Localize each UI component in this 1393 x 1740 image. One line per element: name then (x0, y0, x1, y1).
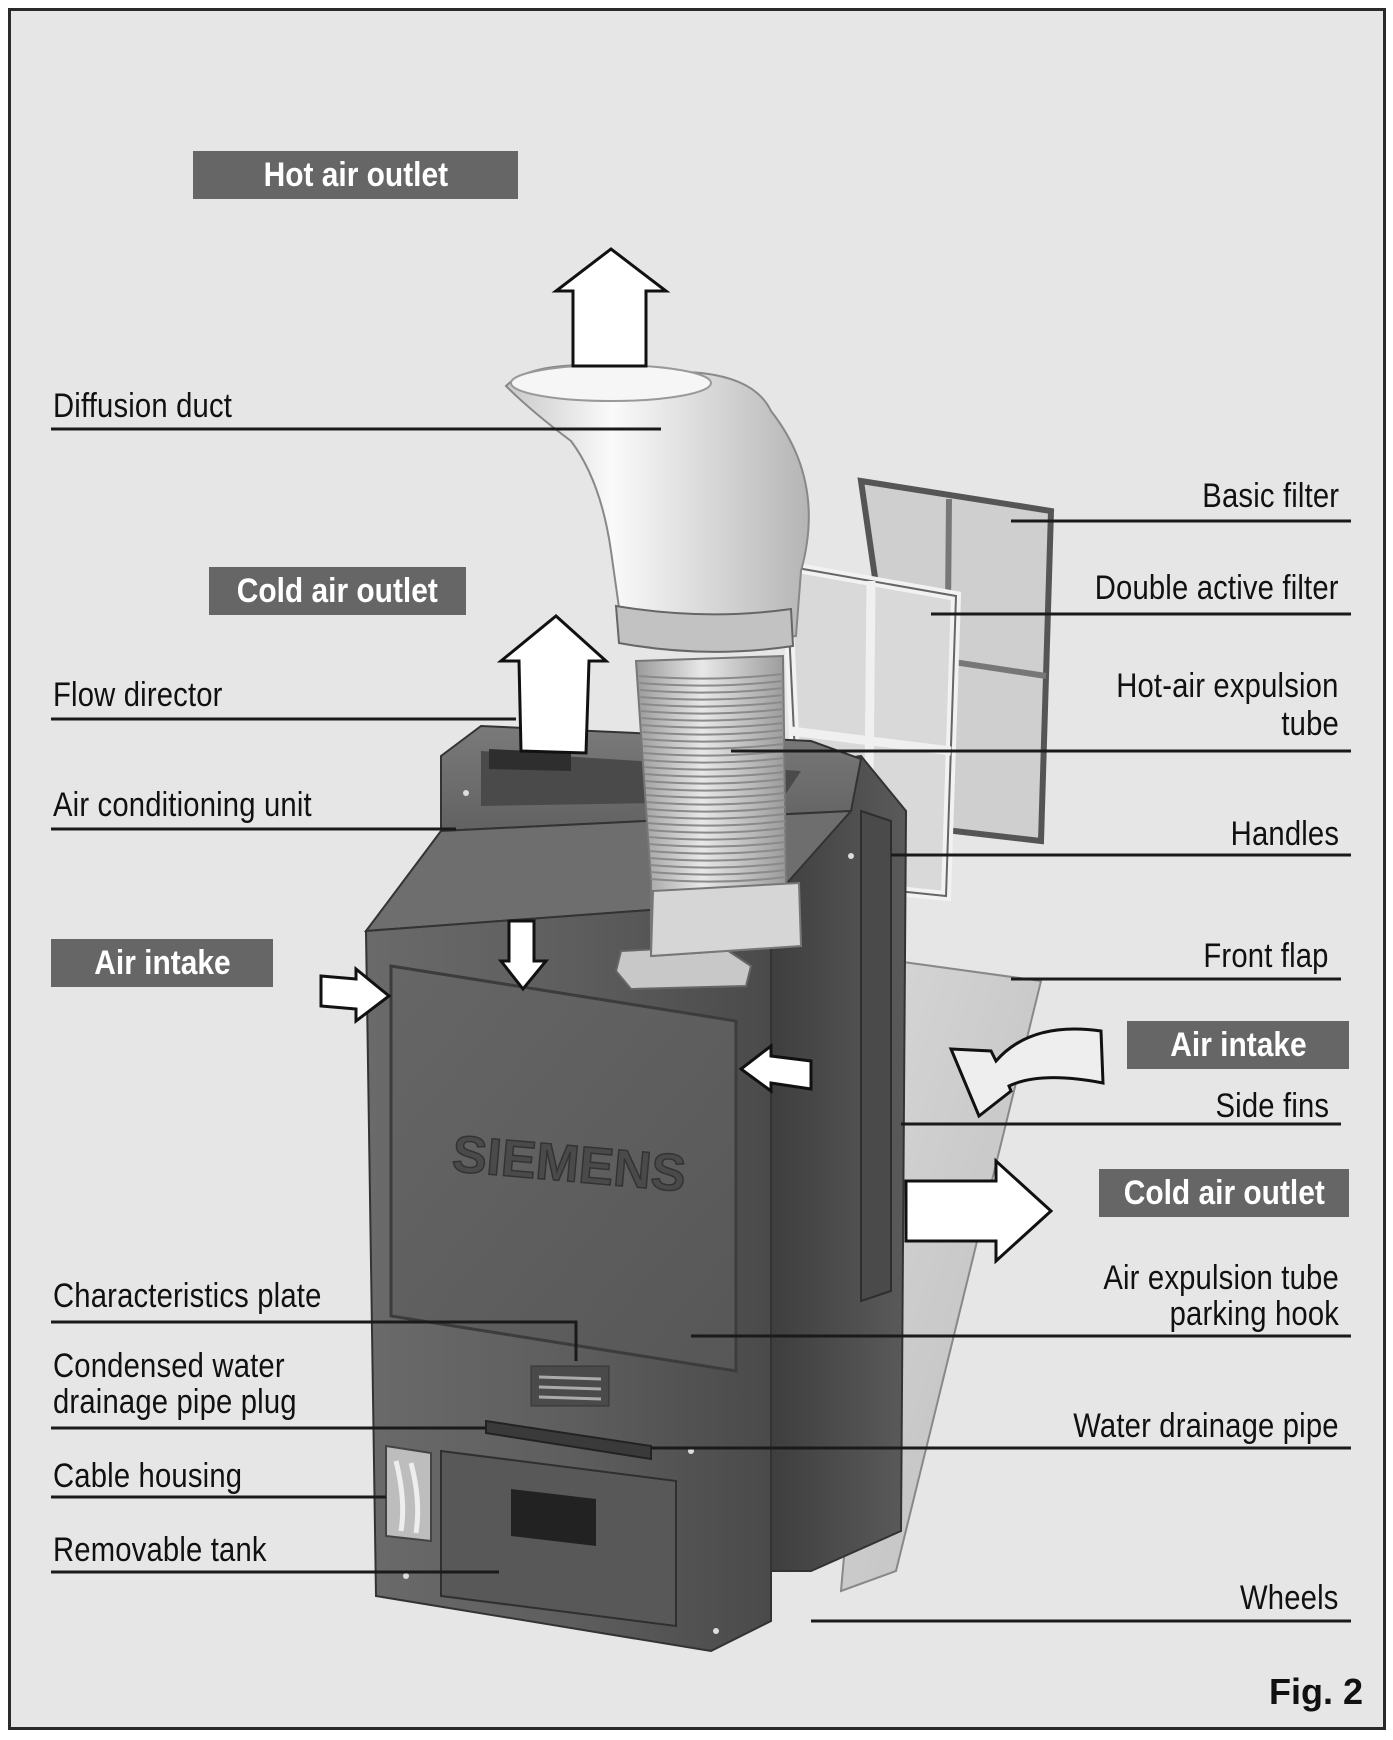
diagram-artwork: SIEMENS (51, 247, 1351, 1653)
label-removable-tank: Removable tank (53, 1531, 267, 1569)
label-wheels: Wheels (1240, 1579, 1339, 1617)
label-parking-hook-1: Air expulsion tube (1103, 1259, 1339, 1297)
label-front-flap: Front flap (1203, 937, 1329, 975)
label-double-active-filter: Double active filter (1095, 569, 1339, 607)
tube-ring (643, 743, 785, 750)
tube-ring (646, 799, 785, 806)
label-hot-air-tube-2: tube (1281, 705, 1339, 743)
tube-ring (649, 855, 786, 862)
air-intake-down-arrow-icon (497, 919, 550, 992)
tube-ring (642, 729, 784, 736)
label-air-conditioning-unit: Air conditioning unit (53, 786, 312, 824)
tube-ring (643, 750, 785, 757)
tube-ring (640, 694, 784, 701)
tube-ring (648, 841, 786, 848)
label-diffusion-duct: Diffusion duct (53, 387, 233, 425)
unit-front (364, 790, 854, 1653)
air-intake-side-arrow-icon (738, 1042, 813, 1094)
tube-ring (640, 701, 784, 708)
tube-ring (638, 673, 784, 680)
airflow-arrows (319, 247, 1054, 1265)
tube-ring (642, 736, 785, 743)
tube-ring (643, 757, 785, 764)
label-handles: Handles (1230, 815, 1339, 853)
hot-air-arrow-icon (551, 247, 671, 368)
diffusion-duct-shape (504, 364, 810, 653)
label-side-fins: Side fins (1215, 1087, 1329, 1125)
hot-air-tube-shape (634, 654, 803, 958)
label-hot-air-tube-1: Hot-air expulsion (1116, 667, 1339, 705)
tube-ring (647, 820, 786, 827)
tube-ring (639, 687, 784, 694)
tube-ring (644, 764, 785, 771)
label-characteristics-plate: Characteristics plate (53, 1277, 322, 1315)
tag-cold-air-outlet-side: Cold air outlet (1099, 1169, 1349, 1217)
tube-ring (645, 792, 785, 799)
tube-ring (647, 827, 786, 834)
tube-ring (647, 813, 786, 820)
tag-air-intake-right: Air intake (1127, 1021, 1349, 1069)
cold-air-side-arrow-icon (904, 1157, 1054, 1265)
leader-lines (51, 427, 1351, 1623)
figure-number: Fig. 2 (1268, 1671, 1363, 1712)
label-condensed-water-1: Condensed water (53, 1347, 285, 1385)
label-basic-filter: Basic filter (1202, 477, 1339, 515)
tube-ring (650, 876, 787, 883)
curved-air-intake-arrow-icon (948, 1027, 1105, 1119)
tube-ring (640, 708, 784, 715)
tube-corrugation (638, 673, 787, 883)
unit-side (770, 754, 908, 1572)
tube-ring (645, 785, 785, 792)
tube-ring (649, 862, 786, 869)
tube-ring (639, 680, 784, 687)
label-cable-housing: Cable housing (53, 1457, 243, 1495)
tube-ring (646, 806, 786, 813)
tag-hot-air-outlet: Hot air outlet (193, 151, 518, 199)
tube-ring (641, 715, 784, 722)
tube-ring (644, 771, 785, 778)
tube-ring (641, 722, 784, 729)
tube-ring (650, 869, 786, 876)
label-water-drainage-pipe: Water drainage pipe (1073, 1407, 1339, 1445)
label-flow-director: Flow director (53, 676, 223, 714)
label-condensed-water-2: drainage pipe plug (53, 1383, 297, 1421)
tube-ring (648, 834, 786, 841)
air-intake-arrow-icon (319, 965, 392, 1025)
cold-air-arrow-icon (496, 614, 610, 755)
tube-ring (649, 848, 786, 855)
label-parking-hook-2: parking hook (1169, 1295, 1339, 1333)
tag-cold-air-outlet-top: Cold air outlet (209, 567, 466, 615)
tube-ring (645, 778, 785, 785)
flow-director-shape (489, 749, 571, 771)
diagram-frame: SIEMENS Hot air outlet Cold air outlet A… (8, 8, 1386, 1730)
tag-air-intake-left: Air intake (51, 939, 273, 987)
